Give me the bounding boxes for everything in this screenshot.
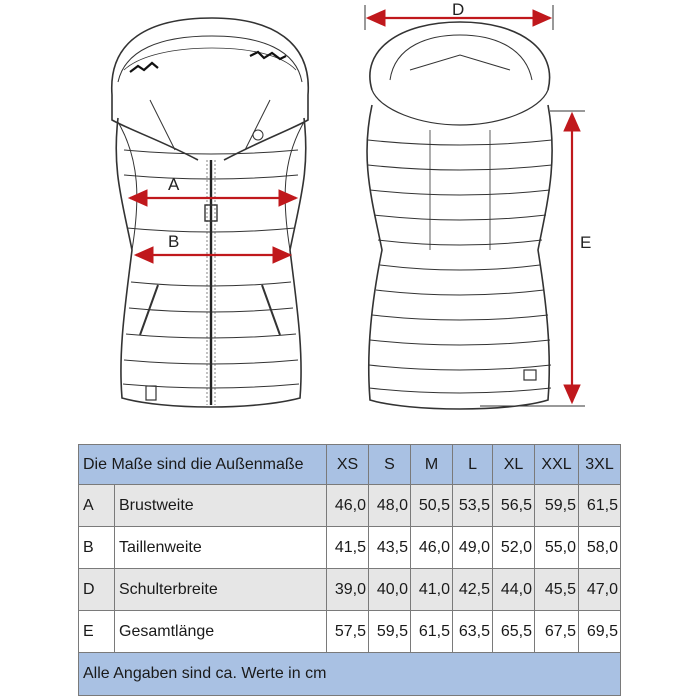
table-cell: 61,5: [410, 610, 454, 653]
size-table: Die Maße sind die Außenmaße XS S M L XL …: [77, 444, 622, 696]
table-footer-note: Alle Angaben sind ca. Werte in cm: [77, 652, 622, 696]
table-header-title: Die Maße sind die Außenmaße: [77, 444, 328, 485]
table-cell: 63,5: [452, 610, 494, 653]
table-header-row: Die Maße sind die Außenmaße XS S M L XL …: [77, 444, 622, 485]
table-cell: 48,0: [368, 484, 412, 527]
size-header: XS: [326, 444, 370, 485]
table-cell: 67,5: [534, 610, 580, 653]
size-header: XL: [492, 444, 536, 485]
row-name: Gesamtlänge: [113, 610, 328, 653]
row-code: B: [78, 526, 115, 569]
row-name: Taillenweite: [113, 526, 328, 569]
dimension-b: B: [133, 232, 293, 264]
table-row: D Schulterbreite 39,0 40,0 41,0 42,5 44,…: [78, 568, 622, 611]
table-cell: 69,5: [578, 610, 622, 653]
table-cell: 46,0: [410, 526, 454, 569]
size-header: L: [452, 444, 494, 485]
dimension-label-a: A: [168, 175, 180, 194]
table-cell: 56,5: [492, 484, 536, 527]
table-row: B Taillenweite 41,5 43,5 46,0 49,0 52,0 …: [78, 526, 622, 569]
table-cell: 46,0: [326, 484, 370, 527]
table-footer-row: Alle Angaben sind ca. Werte in cm: [77, 652, 622, 696]
table-cell: 39,0: [326, 568, 370, 611]
table-cell: 65,5: [492, 610, 536, 653]
table-cell: 59,5: [368, 610, 412, 653]
size-header: XXL: [534, 444, 580, 485]
row-code: E: [78, 610, 115, 653]
table-cell: 59,5: [534, 484, 580, 527]
row-code: D: [78, 568, 115, 611]
table-cell: 43,5: [368, 526, 412, 569]
row-name: Schulterbreite: [113, 568, 328, 611]
table-cell: 61,5: [578, 484, 622, 527]
size-header: S: [368, 444, 412, 485]
table-cell: 41,0: [410, 568, 454, 611]
table-cell: 58,0: [578, 526, 622, 569]
row-name: Brustweite: [113, 484, 328, 527]
table-row: A Brustweite 46,0 48,0 50,5 53,5 56,5 59…: [78, 484, 622, 527]
dimension-label-e: E: [580, 233, 591, 252]
table-cell: 55,0: [534, 526, 580, 569]
table-row: E Gesamtlänge 57,5 59,5 61,5 63,5 65,5 6…: [78, 610, 622, 653]
table-cell: 57,5: [326, 610, 370, 653]
size-header: M: [410, 444, 454, 485]
table-cell: 42,5: [452, 568, 494, 611]
table-cell: 44,0: [492, 568, 536, 611]
size-header: 3XL: [578, 444, 622, 485]
row-code: A: [78, 484, 115, 527]
dimension-e: E: [480, 110, 591, 407]
vest-illustration: A B D E: [111, 0, 591, 410]
dimension-label-b: B: [168, 232, 179, 251]
vest-front-drawing: [111, 17, 309, 408]
table-cell: 50,5: [410, 484, 454, 527]
table-cell: 49,0: [452, 526, 494, 569]
table-cell: 40,0: [368, 568, 412, 611]
table-cell: 47,0: [578, 568, 622, 611]
table-cell: 53,5: [452, 484, 494, 527]
table-cell: 52,0: [492, 526, 536, 569]
dimension-label-d: D: [452, 0, 464, 19]
dimension-d: D: [364, 0, 554, 30]
table-cell: 41,5: [326, 526, 370, 569]
table-cell: 45,5: [534, 568, 580, 611]
vest-back-drawing: [366, 21, 553, 410]
dimension-a: A: [127, 175, 299, 207]
